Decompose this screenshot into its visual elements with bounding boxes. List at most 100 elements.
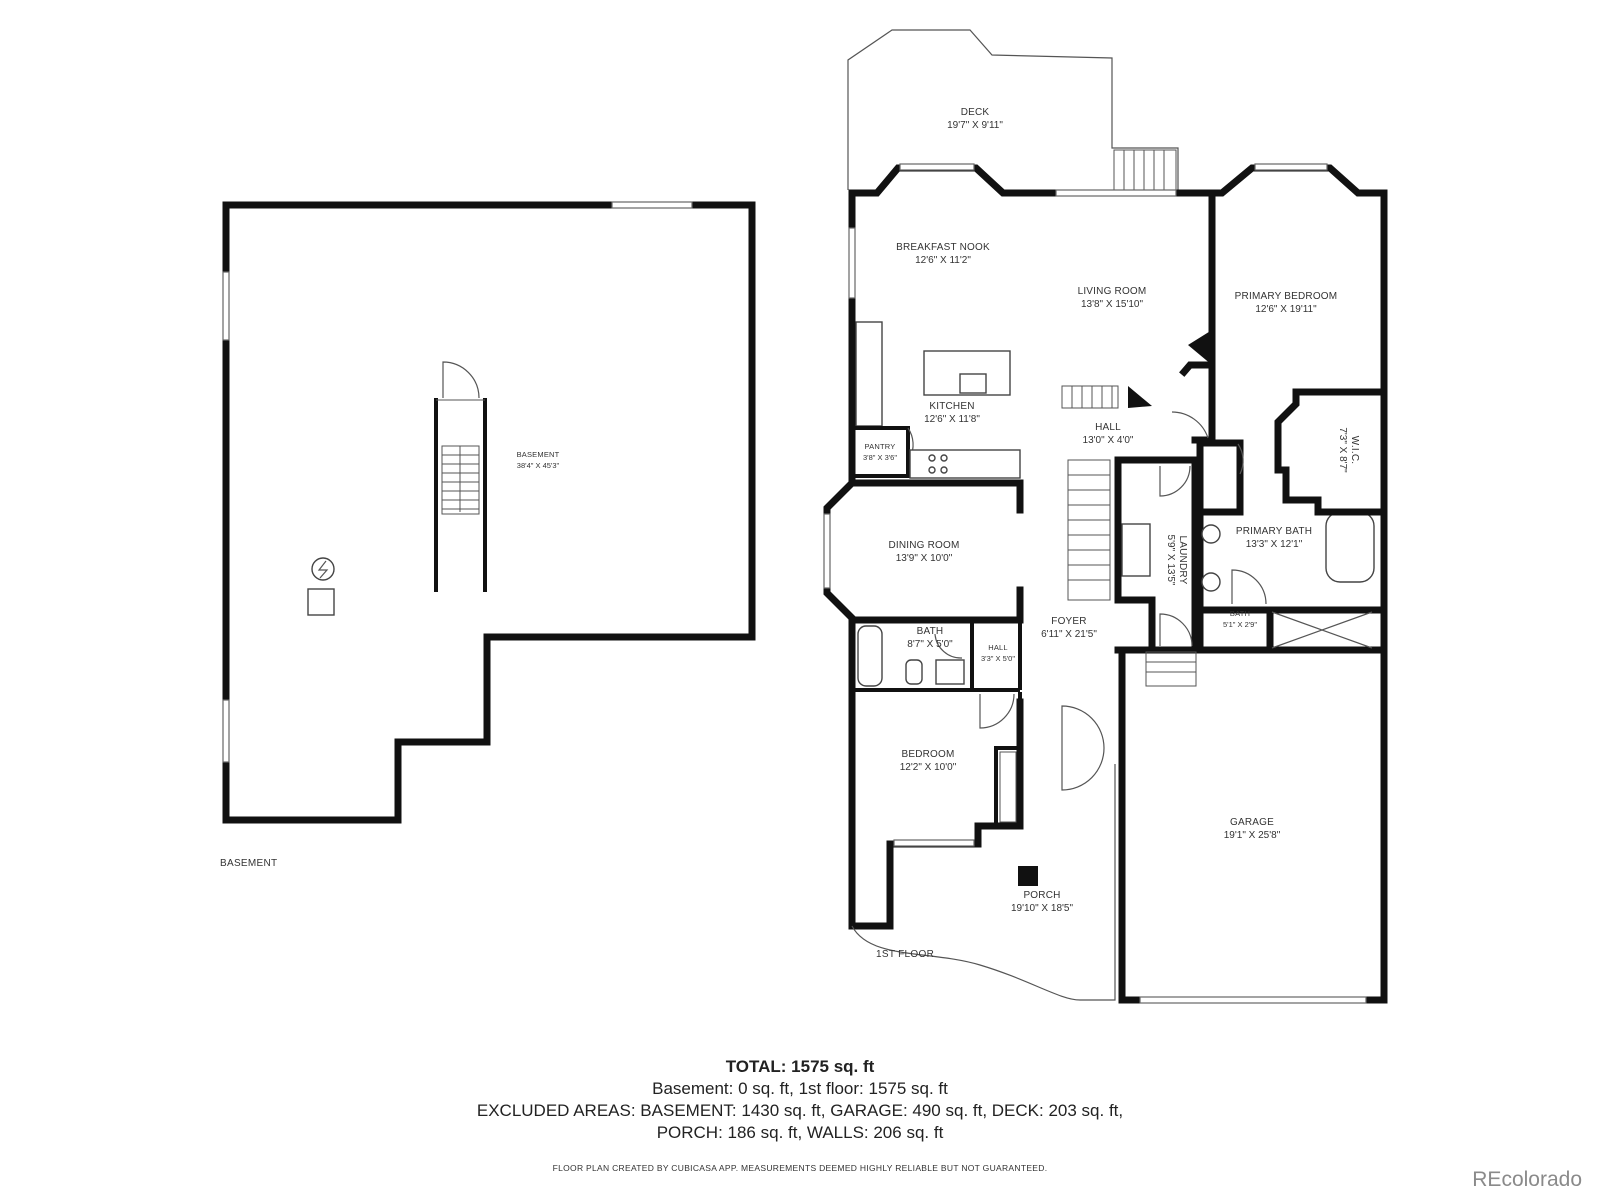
bedroom-closet bbox=[999, 751, 1017, 823]
laundry-name: LAUNDRY bbox=[1177, 535, 1188, 584]
dining-bay-window bbox=[823, 513, 831, 589]
stove-burner bbox=[928, 454, 936, 462]
basement-room-dim: 38'4" X 45'3" bbox=[517, 461, 560, 470]
living-room-name: LIVING ROOM bbox=[1078, 286, 1147, 297]
kitchen-name: KITCHEN bbox=[929, 401, 974, 412]
bedroom-dim: 12'2" X 10'0" bbox=[900, 762, 957, 773]
hall-small-name: HALL bbox=[988, 643, 1008, 652]
furnace-icon bbox=[307, 588, 335, 616]
front-door-swing-2 bbox=[1061, 747, 1105, 791]
toilet bbox=[905, 659, 923, 685]
porch-post bbox=[1018, 866, 1038, 886]
foyer-name: FOYER bbox=[1051, 616, 1086, 627]
kitchen-sink bbox=[959, 373, 987, 394]
primary-bedroom-dim: 12'6" X 19'11" bbox=[1255, 304, 1317, 315]
water-heater-icon bbox=[311, 557, 335, 581]
hearth bbox=[1061, 385, 1119, 409]
bath-small-dim: 5'1" X 2'9" bbox=[1223, 620, 1257, 629]
wic-walls bbox=[1274, 388, 1388, 516]
primary-sink-2 bbox=[1201, 572, 1221, 592]
garage-entry-door-swing bbox=[1159, 613, 1193, 647]
primary-bath-door-swing bbox=[1231, 569, 1267, 605]
basement-outline bbox=[222, 201, 756, 824]
deck-outline bbox=[847, 29, 1179, 192]
deck-stairs bbox=[1113, 149, 1177, 191]
bath-small-name: BATH bbox=[1230, 609, 1250, 618]
laundry-counter bbox=[1121, 523, 1151, 577]
primary-tub bbox=[1325, 511, 1375, 583]
hall-main-dim: 13'0" X 4'0" bbox=[1083, 435, 1134, 446]
primary-bedroom-name: PRIMARY BEDROOM bbox=[1235, 291, 1338, 302]
nook-bay-window bbox=[899, 163, 975, 171]
fireplace-2 bbox=[1128, 386, 1152, 408]
kitchen-counter bbox=[855, 321, 883, 427]
deck-dim: 19'7" X 9'11" bbox=[947, 120, 1003, 131]
breakfast-nook-dim: 12'6" X 11'2" bbox=[915, 255, 971, 266]
basement-plan: BASEMENT 38'4" X 45'3" BASEMENT bbox=[220, 201, 756, 869]
deck-name: DECK bbox=[961, 107, 990, 118]
primary-bedroom-door-swing bbox=[1171, 411, 1209, 439]
main-stairs bbox=[1067, 459, 1111, 601]
disclaimer: FLOOR PLAN CREATED BY CUBICASA APP. MEAS… bbox=[552, 1163, 1048, 1173]
bedroom-closet-wall bbox=[994, 692, 1022, 826]
shower bbox=[1271, 611, 1373, 649]
basement-floor-label: BASEMENT bbox=[220, 858, 277, 869]
wic-dim: 7'3" X 8'7" bbox=[1337, 427, 1348, 473]
floor-area-breakdown: Basement: 0 sq. ft, 1st floor: 1575 sq. … bbox=[652, 1079, 948, 1098]
garage-door bbox=[1139, 996, 1367, 1004]
wic-name: W.I.C. bbox=[1349, 436, 1360, 464]
stove-burner bbox=[940, 454, 948, 462]
basement-window bbox=[222, 271, 230, 341]
dining-room-dim: 13'9" X 10'0" bbox=[896, 553, 953, 564]
garage-name: GARAGE bbox=[1230, 817, 1274, 828]
living-room-dim: 13'8" X 15'10" bbox=[1081, 299, 1144, 310]
breakfast-nook-name: BREAKFAST NOOK bbox=[896, 242, 990, 253]
hall-small-dim: 3'3" X 5'0" bbox=[981, 654, 1015, 663]
total-area: TOTAL: 1575 sq. ft bbox=[725, 1057, 875, 1076]
porch-dim: 19'10" X 18'5" bbox=[1011, 903, 1074, 914]
stove-burner bbox=[940, 466, 948, 474]
dining-wall-north bbox=[848, 479, 1024, 514]
primary-bath-dim: 13'3" X 12'1" bbox=[1246, 539, 1303, 550]
stove-burner bbox=[928, 466, 936, 474]
living-room-window bbox=[1055, 189, 1177, 197]
front-door-swing bbox=[1061, 705, 1105, 749]
bath-walls bbox=[852, 620, 1022, 692]
basement-window bbox=[611, 201, 693, 209]
hall-main-name: HALL bbox=[1095, 422, 1121, 433]
laundry-dim: 5'9" X 13'5" bbox=[1165, 535, 1176, 586]
basement-room-name: BASEMENT bbox=[517, 450, 560, 459]
kitchen-counter-south bbox=[909, 449, 1021, 479]
laundry-door-swing bbox=[1159, 465, 1191, 497]
west-wall bbox=[823, 189, 1024, 930]
fireplace bbox=[1188, 330, 1212, 365]
bath-dim: 8'7" X 5'0" bbox=[907, 639, 953, 650]
primary-bath-name: PRIMARY BATH bbox=[1236, 526, 1312, 537]
pantry-wall bbox=[855, 426, 910, 478]
primary-bedroom-window bbox=[1254, 163, 1328, 171]
kitchen-dim: 12'6" X 11'8" bbox=[924, 414, 980, 425]
dining-wall-south bbox=[848, 586, 1024, 624]
basement-window bbox=[222, 699, 230, 763]
laundry-walls bbox=[1114, 456, 1388, 654]
primary-sink bbox=[1201, 524, 1221, 544]
bath-sink bbox=[935, 659, 965, 685]
primary-bedroom-wall bbox=[1191, 189, 1244, 516]
bedroom-window bbox=[893, 839, 975, 847]
bath-name: BATH bbox=[917, 626, 944, 637]
pantry-name: PANTRY bbox=[865, 442, 896, 451]
nook-side-window bbox=[848, 227, 856, 299]
porch-outline bbox=[851, 764, 1116, 1001]
closet-door-swing bbox=[1237, 443, 1244, 475]
basement-door-swing bbox=[442, 361, 480, 399]
porch-name: PORCH bbox=[1023, 890, 1060, 901]
foyer-dim: 6'11" X 21'5" bbox=[1041, 629, 1097, 640]
first-floor-label: 1ST FLOOR bbox=[876, 949, 934, 960]
area-summary: TOTAL: 1575 sq. ft Basement: 0 sq. ft, 1… bbox=[0, 1056, 1600, 1144]
basement-stairs bbox=[434, 398, 487, 592]
bathtub bbox=[857, 625, 883, 687]
garage-dim: 19'1" X 25'8" bbox=[1224, 830, 1281, 841]
bath-door-swing bbox=[934, 633, 963, 659]
garage-steps bbox=[1145, 651, 1197, 687]
